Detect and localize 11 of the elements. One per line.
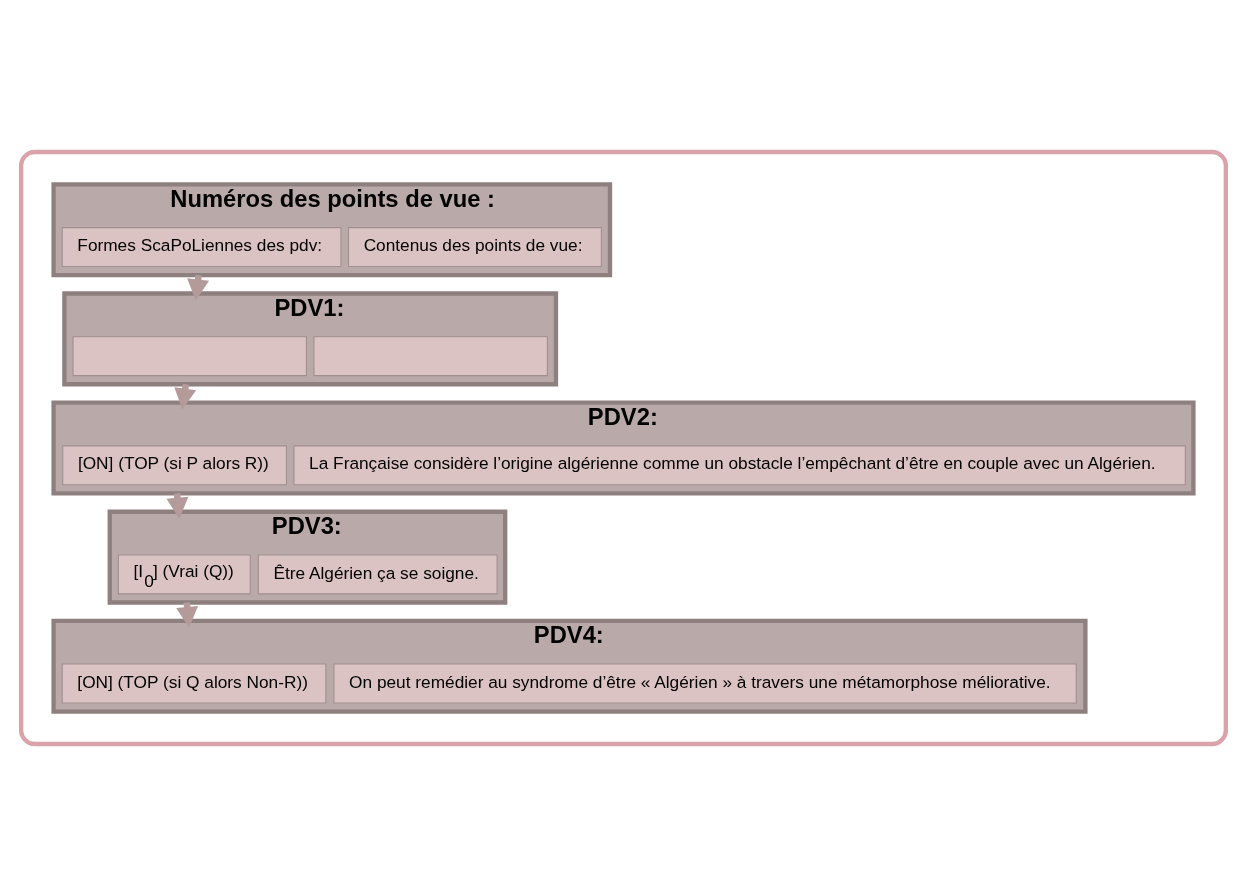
node-box	[72, 336, 307, 377]
cluster: PDV1:	[62, 291, 559, 387]
node-box	[313, 336, 548, 377]
node-box: On peut remédier au syndrome d’être « Algérien » à travers une métamorphose méliorative.	[333, 663, 1077, 704]
cluster	[19, 149, 1228, 747]
node-box: Formes ScaPoLiennes des pdv:	[61, 227, 342, 268]
node-box: La Française considère l’origine algérienne comme un obstacle l’empêchant d’être en couple avec un Algérien.	[293, 445, 1186, 486]
node-box: [ON] (TOP (si P alors R))	[62, 445, 287, 486]
node-box: Être Algérien ça se soigne.	[257, 554, 498, 595]
node-box: [ON] (TOP (si Q alors Non-R))	[61, 663, 327, 704]
node-box: Contenus des points de vue:	[348, 227, 602, 268]
